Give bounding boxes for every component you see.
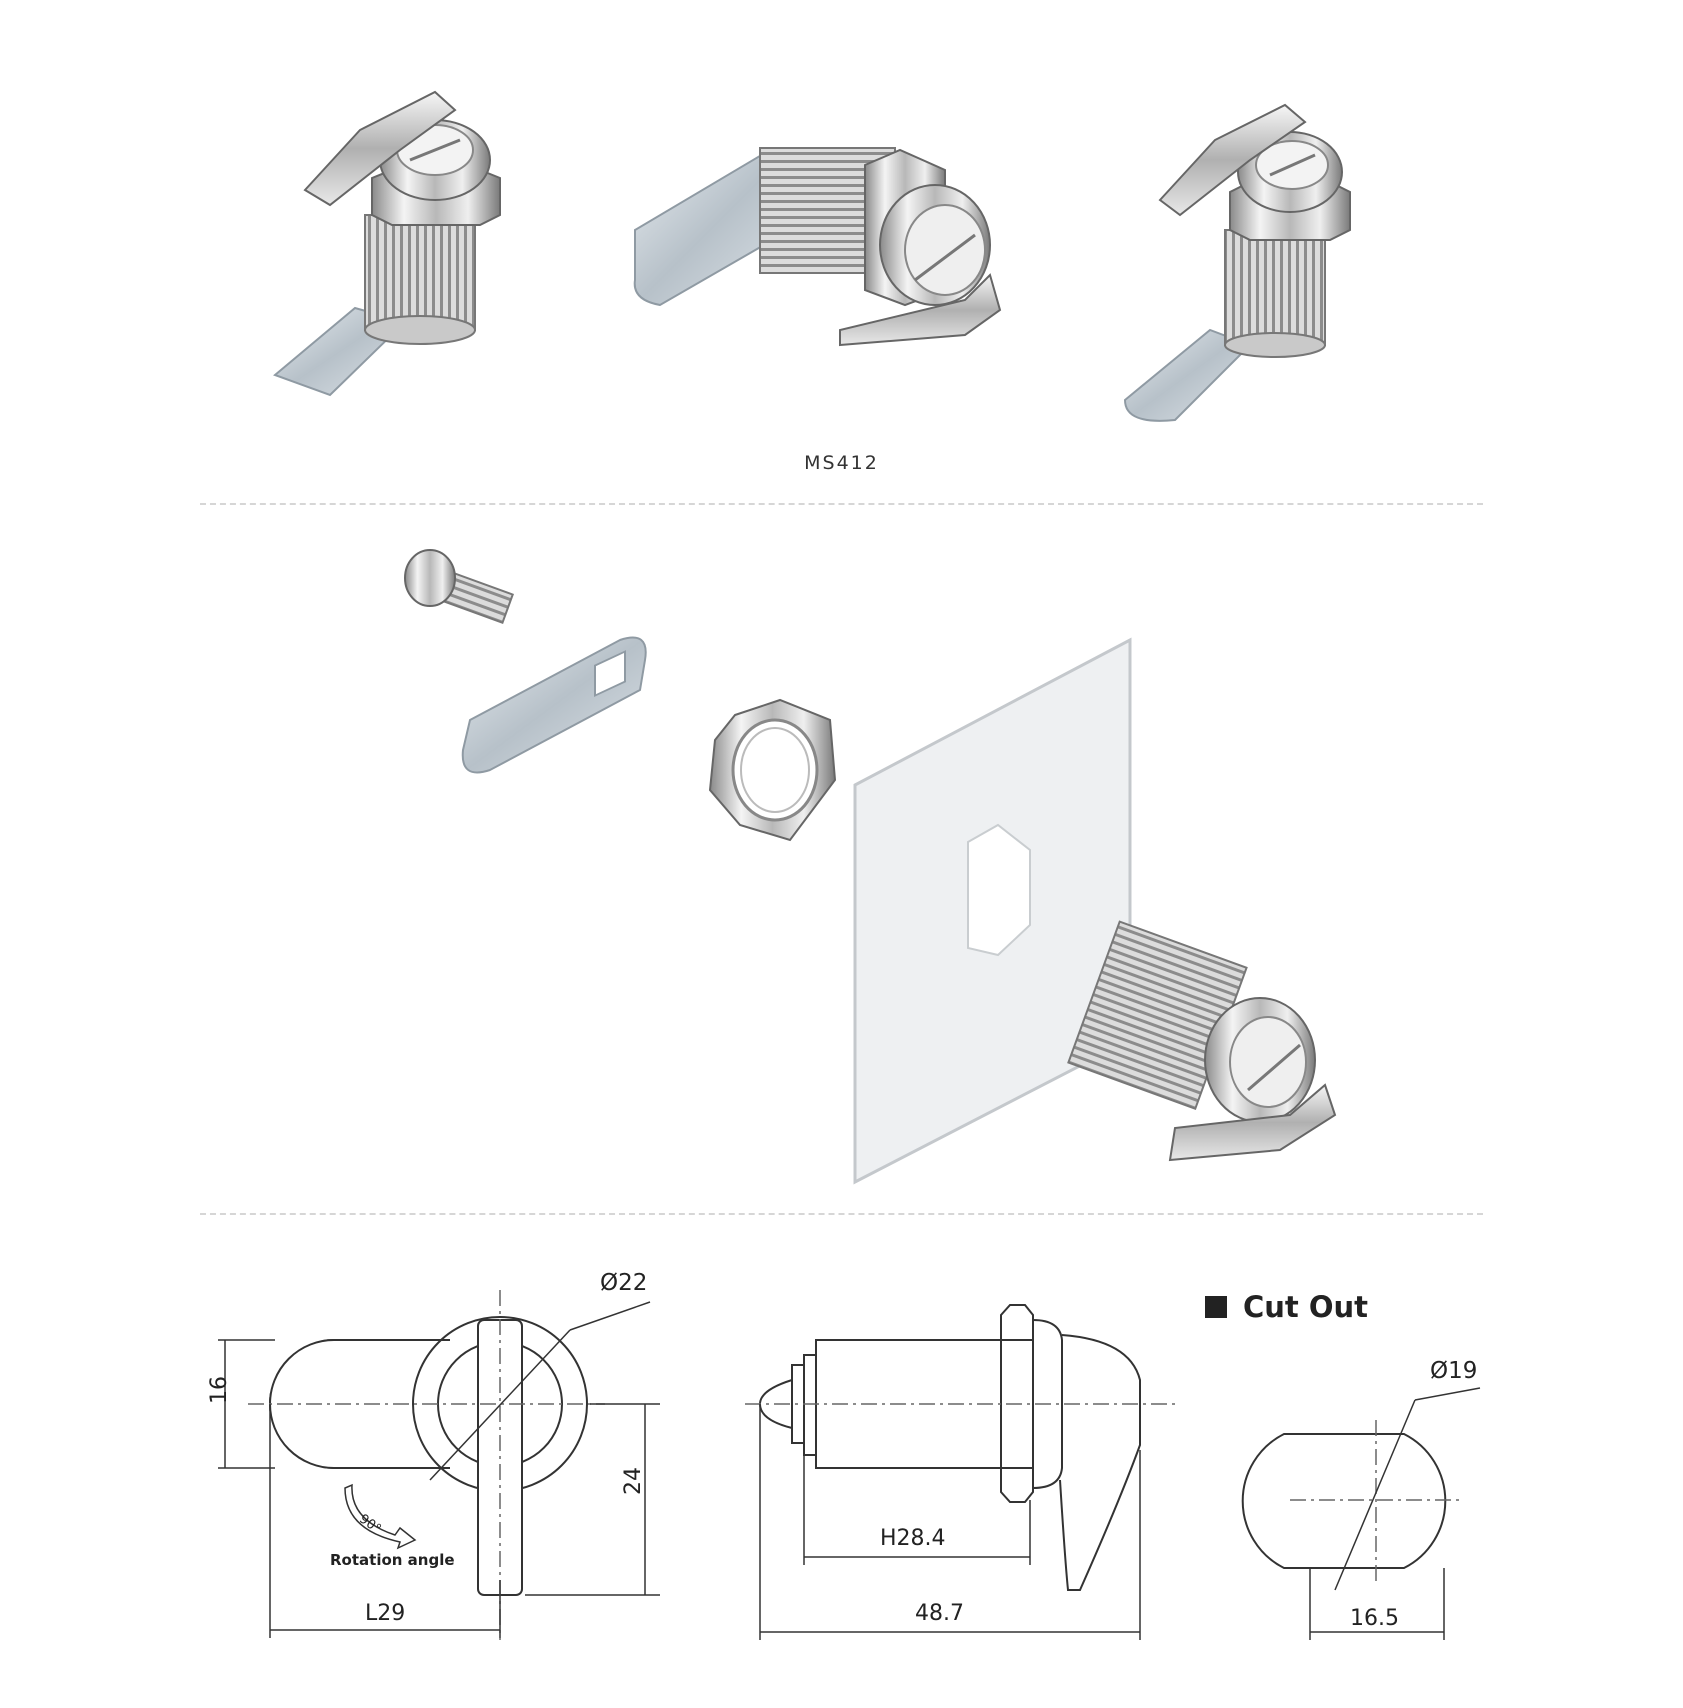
model-caption: MS412 [804, 452, 879, 474]
lock-installed-render [1067, 920, 1337, 1162]
square-bullet-icon [1205, 1296, 1227, 1318]
dim-l29: L29 [365, 1601, 405, 1626]
dim-diameter-19: Ø19 [1430, 1358, 1477, 1384]
exploded-view [404, 549, 1337, 1185]
dim-16-5: 16.5 [1350, 1606, 1399, 1631]
lock-render-side [633, 147, 1002, 347]
rotation-label: Rotation angle [330, 1551, 455, 1569]
front-view-drawing [218, 1290, 660, 1640]
section-divider [200, 1213, 1483, 1215]
lock-render-front [273, 90, 501, 397]
dim-diameter-22: Ø22 [600, 1270, 647, 1296]
panel-render [853, 637, 1132, 1185]
cutout-title: Cut Out [1243, 1290, 1369, 1324]
dim-16: 16 [207, 1376, 232, 1404]
side-view-drawing [745, 1304, 1180, 1640]
screw-render [404, 549, 514, 625]
dim-h28-4: H28.4 [880, 1526, 946, 1551]
cutout-drawing [1241, 1387, 1481, 1640]
section-divider [200, 503, 1483, 505]
dim-24: 24 [621, 1467, 646, 1495]
dim-48-7: 48.7 [915, 1601, 964, 1626]
cutout-heading: Cut Out [1205, 1290, 1368, 1324]
cam-plate-render [461, 636, 647, 774]
lock-render-angled [1123, 103, 1351, 422]
hex-nut-render [708, 698, 837, 842]
